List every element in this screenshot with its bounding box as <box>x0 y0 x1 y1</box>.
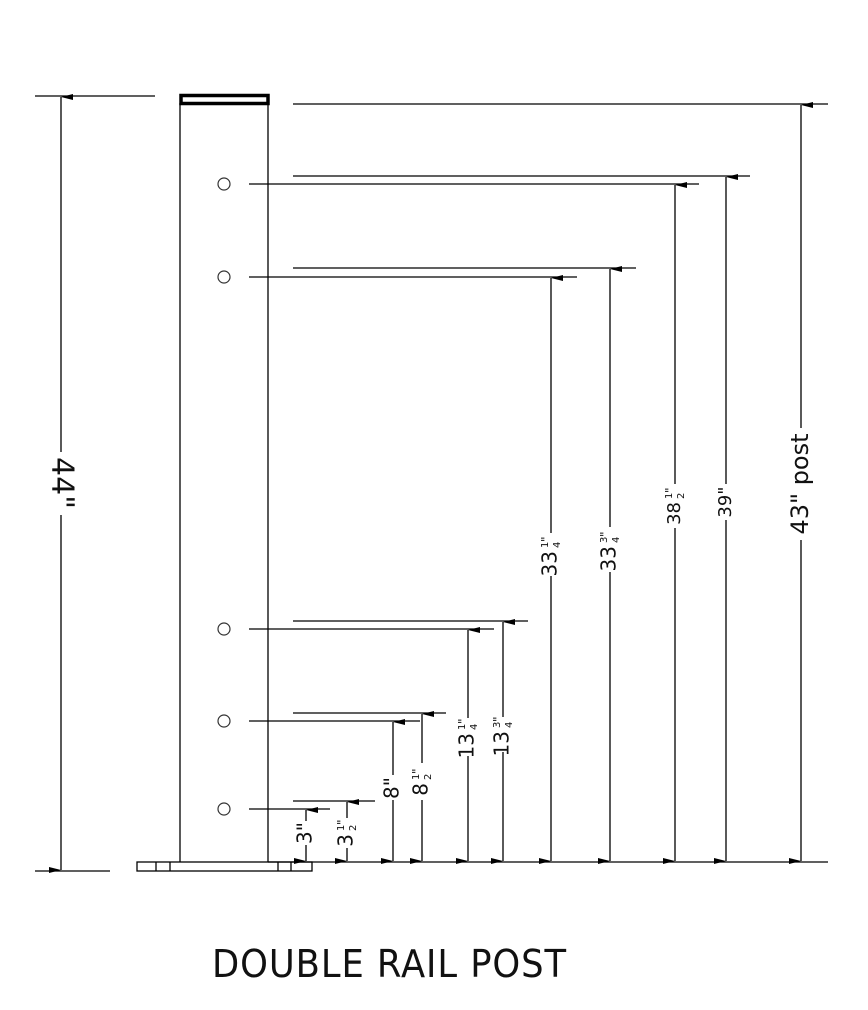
hole-icon <box>217 714 231 728</box>
svg-text:": " <box>335 819 349 825</box>
hole-icon <box>217 270 231 284</box>
svg-text:8: 8 <box>409 783 433 796</box>
label-8-1-2: 8 1 2 " <box>409 768 435 795</box>
label-post-43: 43" post <box>786 433 814 534</box>
svg-text:39": 39" <box>715 486 736 517</box>
label-13-1-4: 13 1 4 " <box>455 718 481 758</box>
label-39: 39" <box>715 486 736 517</box>
label-33-1-4: 33 1 4 " <box>538 536 564 576</box>
svg-text:3": 3" <box>293 822 317 844</box>
svg-text:13: 13 <box>455 733 479 758</box>
svg-text:": " <box>598 531 612 537</box>
svg-text:4: 4 <box>504 722 515 728</box>
svg-text:1: 1 <box>457 724 468 730</box>
label-overall-44: 44" <box>45 457 80 509</box>
svg-text:1: 1 <box>540 542 551 548</box>
svg-text:44": 44" <box>45 457 80 509</box>
extension-lines <box>35 95 828 872</box>
svg-text:4: 4 <box>611 537 622 543</box>
label-38-1-2: 38 1 2 " <box>663 487 687 524</box>
dimension-lines <box>49 94 813 873</box>
svg-text:": " <box>539 536 553 542</box>
svg-text:1: 1 <box>336 825 347 831</box>
post <box>179 93 270 862</box>
rail-holes <box>217 177 231 816</box>
hole-icon <box>217 177 231 191</box>
svg-text:3: 3 <box>492 722 503 728</box>
svg-text:13: 13 <box>490 731 514 756</box>
label-3-1-2: 3 1 2 " <box>334 819 360 846</box>
svg-text:1: 1 <box>411 774 422 780</box>
svg-text:8": 8" <box>380 777 404 799</box>
hole-icon <box>217 622 231 636</box>
label-13-3-4: 13 3 4 " <box>490 716 516 756</box>
svg-text:": " <box>410 768 424 774</box>
svg-text:3: 3 <box>599 537 610 543</box>
svg-text:4: 4 <box>552 542 563 548</box>
label-8: 8" <box>380 777 404 799</box>
svg-text:2: 2 <box>348 825 359 831</box>
base-plate <box>136 861 313 872</box>
svg-text:3: 3 <box>334 834 358 847</box>
svg-text:": " <box>491 716 505 722</box>
svg-text:33: 33 <box>597 546 621 571</box>
svg-text:": " <box>663 487 677 493</box>
svg-text:": " <box>456 718 470 724</box>
svg-text:33: 33 <box>538 551 562 576</box>
svg-text:43" post: 43" post <box>786 433 814 534</box>
hole-icon <box>217 802 231 816</box>
drawing-title: DOUBLE RAIL POST <box>212 942 568 986</box>
svg-text:38: 38 <box>664 502 685 525</box>
svg-text:2: 2 <box>676 493 687 499</box>
svg-text:1: 1 <box>664 493 675 499</box>
post-cap <box>179 93 270 106</box>
svg-text:4: 4 <box>469 724 480 730</box>
label-3: 3" <box>293 822 317 844</box>
label-33-3-4: 33 3 4 " <box>597 531 623 571</box>
svg-text:2: 2 <box>423 774 434 780</box>
